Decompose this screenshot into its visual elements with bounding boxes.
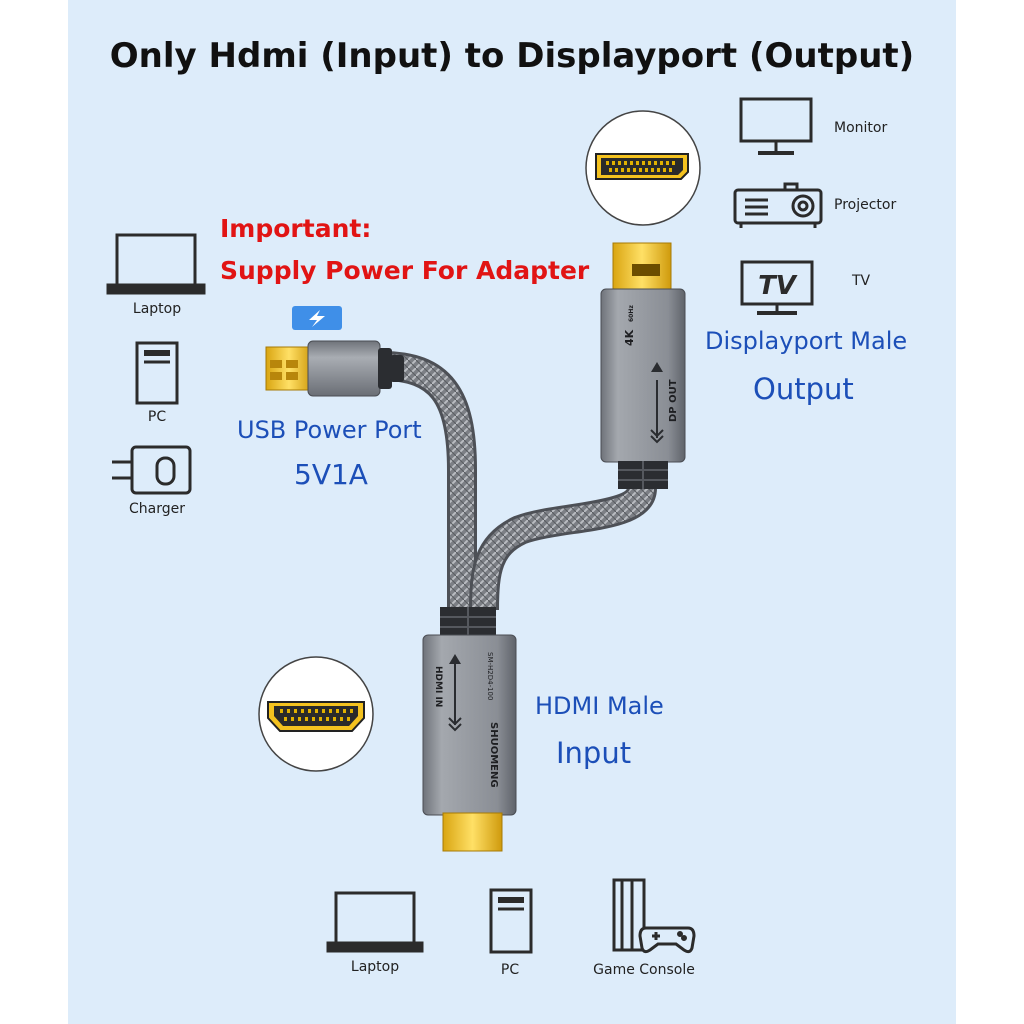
laptop-icon-input [326,891,424,953]
hdmi-print-model: SM-H2D4-100 [486,652,494,700]
page-title: Only Hdmi (Input) to Displayport (Output… [109,36,915,76]
game-console-icon [612,878,696,954]
dp-print-port: DP OUT [668,379,679,422]
output-device-projector-label: Projector [834,197,897,213]
charger-icon [112,445,192,495]
output-device-monitor-label: Monitor [834,120,888,136]
output-device-tv-label: TV [852,273,871,289]
pc-tower-icon [135,341,179,405]
dp-male-label: Displayport Male [705,327,908,355]
dp-output-label: Output [753,372,854,406]
laptop-icon [106,233,206,295]
hdmi-print-port: HDMI IN [433,666,443,707]
input-device-game-console-label: Game Console [593,962,695,978]
power-source-charger-label: Charger [129,501,185,517]
displayport-port-closeup [585,110,701,226]
hdmi-print-brand: SHUOMENG [488,722,499,788]
tv-icon-text: TV [758,271,798,301]
power-source-laptop-label: Laptop [132,301,182,317]
projector-icon [733,182,823,228]
hdmi-male-label: HDMI Male [535,692,664,720]
power-source-pc-label: PC [147,409,167,425]
hdmi-port-closeup [258,656,374,772]
dp-print-hz: 60Hz [628,305,635,322]
monitor-icon [739,97,813,155]
background-panel [68,0,956,1024]
displayport-connector: 4K 60Hz DP OUT [600,242,686,489]
lightning-icon [292,306,342,330]
dp-print-res: 4K [623,329,636,346]
usb-power-label: USB Power Port [237,416,422,444]
input-device-laptop-label: Laptop [350,959,400,975]
pc-tower-icon-input [489,888,533,954]
usb-power-spec: 5V1A [294,458,368,491]
hdmi-input-label: Input [556,736,632,770]
tv-icon: TV [740,260,814,315]
hdmi-connector: HDMI IN SM-H2D4-100 SHUOMENG [422,607,517,852]
input-device-pc-label: PC [500,962,520,978]
important-heading: Important: [220,214,372,243]
usb-a-plug [265,340,404,397]
important-note: Supply Power For Adapter [220,256,590,285]
